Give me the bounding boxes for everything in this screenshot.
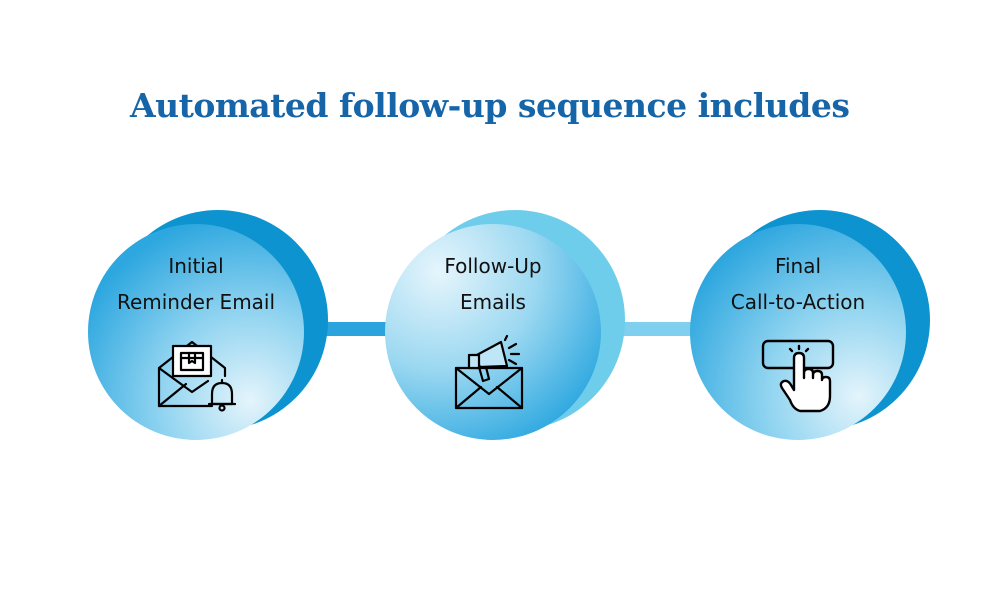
step-label-line1: Final bbox=[774, 254, 822, 278]
step-label-line2: Emails bbox=[460, 290, 526, 314]
step-circle bbox=[385, 224, 601, 440]
step-follow-up-emails: Follow-Up Emails bbox=[385, 210, 625, 450]
step-label: Initial Reminder Email bbox=[88, 248, 304, 320]
page-title: Automated follow-up sequence includes bbox=[130, 86, 850, 125]
email-bell-icon bbox=[156, 336, 236, 412]
step-label: Follow-Up Emails bbox=[385, 248, 601, 320]
step-label-line2: Reminder Email bbox=[116, 290, 276, 314]
step-label-line2: Call-to-Action bbox=[730, 290, 866, 314]
step-final-cta: Final Call-to-Action bbox=[690, 210, 930, 450]
email-megaphone-icon bbox=[451, 334, 535, 412]
step-label: Final Call-to-Action bbox=[690, 248, 906, 320]
step-label-line1: Initial bbox=[168, 254, 224, 278]
click-button-icon bbox=[760, 338, 836, 414]
step-initial-reminder: Initial Reminder Email bbox=[88, 210, 328, 450]
step-circle bbox=[88, 224, 304, 440]
step-label-line1: Follow-Up bbox=[444, 254, 542, 278]
